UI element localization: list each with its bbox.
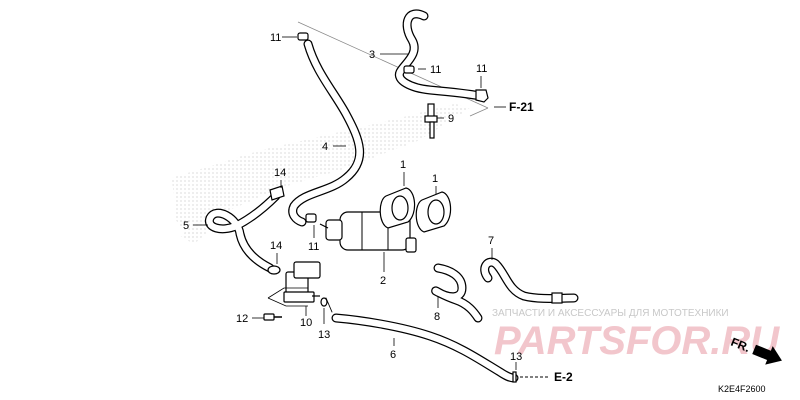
callout-14-lower: 14 — [270, 240, 282, 252]
callout-14-upper: 14 — [274, 167, 286, 179]
clip-14-upper — [269, 185, 285, 201]
watermark: ЗАПЧАСТИ И АКСЕССУАРЫ ДЛЯ МОТОТЕХНИКИ PA… — [492, 308, 780, 363]
clamp-1-right — [415, 191, 452, 233]
clip-11-right — [475, 89, 489, 103]
hose-6 — [325, 297, 519, 383]
hose-5 — [204, 191, 281, 273]
front-label: FR. — [729, 335, 752, 355]
callout-13-right: 13 — [510, 351, 522, 363]
callout-3: 3 — [369, 49, 375, 61]
hose-8 — [431, 263, 483, 323]
washer-13-left — [320, 297, 328, 307]
callout-2: 2 — [380, 275, 386, 287]
callout-1-right: 1 — [432, 173, 438, 185]
clip-11-top — [297, 32, 309, 41]
callout-4: 4 — [322, 141, 328, 153]
callout-13-left: 13 — [318, 329, 330, 341]
callout-9: 9 — [448, 113, 454, 125]
clip-11-hose3 — [403, 65, 415, 74]
callout-numbers: 11 3 11 11 9 4 1 1 14 5 11 2 7 8 14 12 1… — [183, 32, 522, 363]
hose-7 — [480, 257, 579, 304]
diagram-code: K2E4F2600 — [718, 384, 766, 394]
watermark-logo: PARTSFOR.RU — [494, 319, 780, 363]
front-arrow: FR. — [729, 335, 782, 365]
callout-10: 10 — [300, 317, 312, 329]
callout-11-hose3: 11 — [430, 64, 441, 76]
clip-11-canister — [305, 213, 317, 223]
clip-14-lower — [267, 265, 281, 275]
callout-11-canister: 11 — [308, 241, 319, 253]
callout-11-top: 11 — [270, 32, 281, 44]
callout-1-left: 1 — [400, 159, 406, 171]
hose-4 — [288, 39, 365, 227]
washer-13-right — [512, 371, 517, 383]
callout-7: 7 — [488, 235, 494, 247]
clamp-1-left — [379, 187, 416, 229]
fitting-9 — [424, 103, 438, 139]
ref-label-e2: E-2 — [554, 370, 573, 384]
callout-6: 6 — [390, 349, 396, 361]
callout-12: 12 — [236, 313, 248, 325]
callout-8: 8 — [434, 311, 440, 323]
screw-12 — [263, 313, 282, 321]
leader-lines — [193, 36, 548, 378]
ref-label-f21: F-21 — [509, 100, 534, 114]
callout-5: 5 — [183, 220, 189, 232]
hose-3 — [394, 9, 485, 101]
watermark-tagline: ЗАПЧАСТИ И АКСЕССУАРЫ ДЛЯ МОТОТЕХНИКИ — [492, 308, 729, 319]
solenoid-valve — [283, 261, 321, 303]
callout-11-right: 11 — [476, 63, 487, 75]
